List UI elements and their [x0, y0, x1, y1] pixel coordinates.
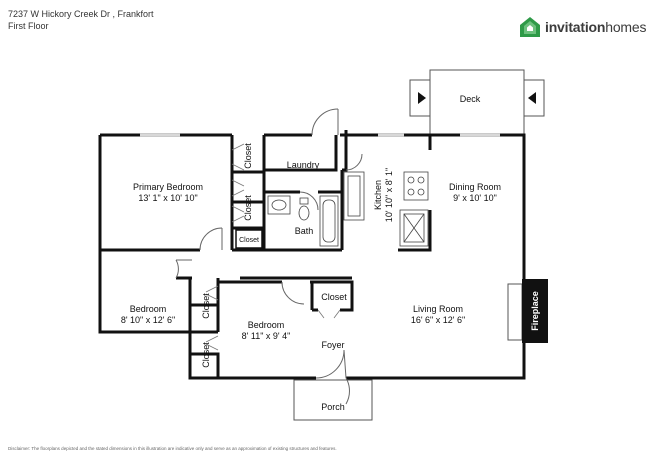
label-deck: Deck	[460, 94, 481, 104]
kitchen-appliances	[399, 171, 429, 247]
label-closet-4: Closet	[201, 342, 211, 368]
door-swings	[175, 108, 363, 405]
house-logo-icon	[520, 17, 540, 37]
floor-label: First Floor	[8, 21, 49, 31]
dim-bedroom-2: 8' 11" x 9' 4"	[242, 331, 291, 341]
bath-fixtures	[267, 195, 339, 247]
label-living-room: Living Room	[413, 304, 463, 314]
property-address: 7237 W Hickory Creek Dr , Frankfort	[8, 9, 154, 19]
label-foyer: Foyer	[321, 340, 344, 350]
label-primary-bedroom: Primary Bedroom	[133, 182, 203, 192]
brand-name: invitationhomes	[545, 19, 647, 35]
label-closet-1: Closet	[243, 143, 253, 169]
interior-walls	[100, 130, 432, 378]
dim-bedroom-1: 8' 10" x 12' 6"	[121, 315, 175, 325]
label-laundry: Laundry	[287, 160, 320, 170]
dim-kitchen: 10' 10" x 8' 1"	[384, 168, 394, 222]
label-bedroom-1: Bedroom	[130, 304, 167, 314]
brand-logo: invitationhomes	[519, 15, 646, 39]
label-closet-3: Closet	[201, 293, 211, 319]
dim-primary-bedroom: 13' 1" x 10' 10"	[138, 193, 197, 203]
dim-living-room: 16' 6" x 12' 6"	[411, 315, 465, 325]
label-bath: Bath	[295, 226, 314, 236]
dim-dining-room: 9' x 10' 10"	[453, 193, 497, 203]
deck-step-right-icon	[528, 92, 536, 104]
label-closet-2: Closet	[243, 195, 253, 221]
label-kitchen: Kitchen	[373, 180, 383, 210]
deck-step-left-icon	[418, 92, 426, 104]
label-fireplace: Fireplace	[530, 291, 540, 331]
label-dining-room: Dining Room	[449, 182, 501, 192]
fireplace	[507, 279, 548, 343]
porch	[293, 379, 373, 421]
disclaimer: Disclaimer: The floorplans depicted and …	[8, 446, 337, 451]
label-bedroom-2: Bedroom	[248, 320, 285, 330]
label-closet-small: Closet	[239, 237, 259, 244]
label-porch: Porch	[321, 402, 345, 412]
label-closet-foyer: Closet	[321, 292, 347, 302]
